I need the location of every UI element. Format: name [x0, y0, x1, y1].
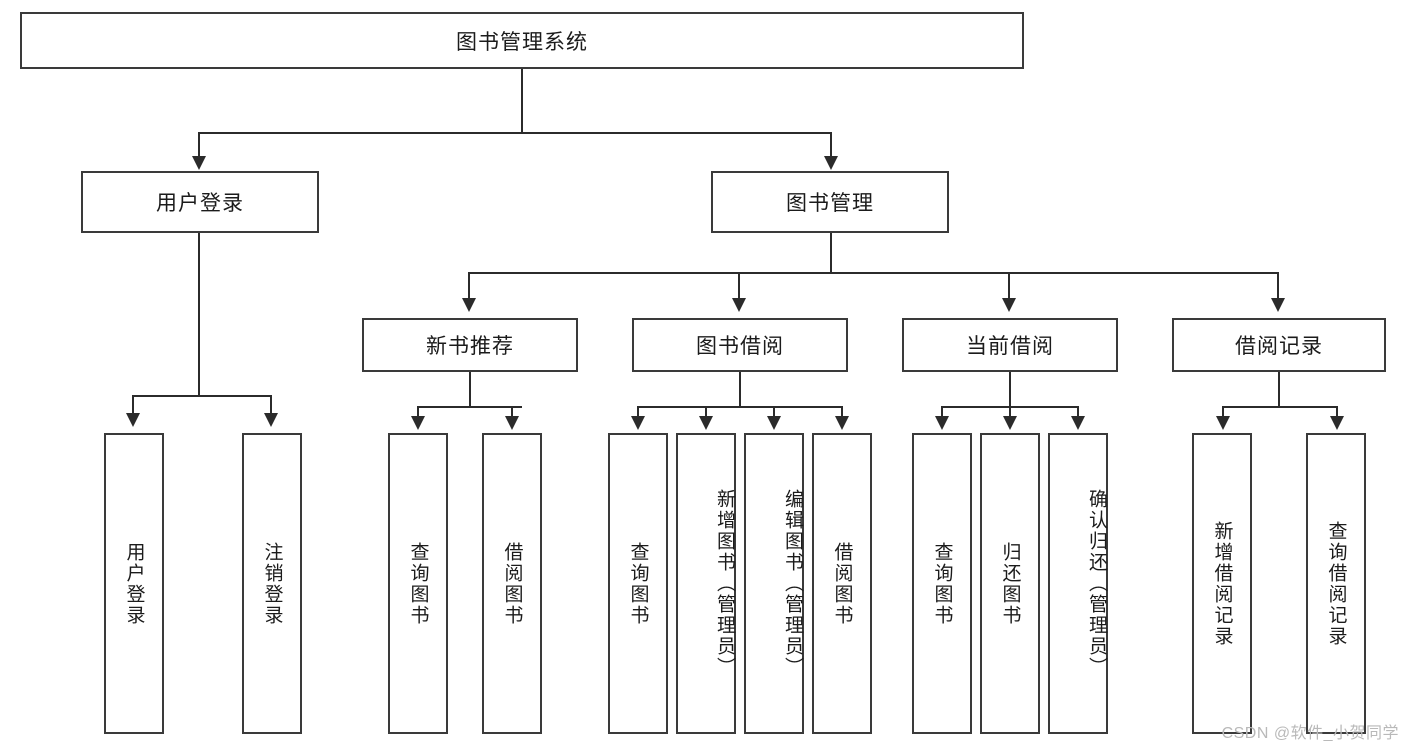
arrow-current-borrow-leaf-0	[935, 416, 949, 430]
leaf-add-borrow-record[interactable]: 新增借阅记录	[1192, 433, 1252, 734]
edge-to-borrow-record	[1277, 272, 1279, 300]
edge-to-user-login	[198, 132, 200, 158]
node-label: 新增借阅记录	[1211, 520, 1233, 647]
node-label: 当前借阅	[966, 335, 1054, 358]
arrow-book-borrow-leaf-2	[767, 416, 781, 430]
node-label: 确认归还（管理员）	[1086, 489, 1107, 678]
node-borrow-record[interactable]: 借阅记录	[1172, 318, 1386, 372]
edge-book-borrow-leaf-3	[841, 406, 843, 418]
edge-book-borrow-leaf-1	[705, 406, 707, 418]
arrow-borrow-record-leaf-1	[1330, 416, 1344, 430]
leaf-query-book-current[interactable]: 查询图书	[912, 433, 972, 734]
leaf-query-book-recommend[interactable]: 查询图书	[388, 433, 448, 734]
edge-new-book-leaf-1	[511, 406, 513, 418]
edge-current-borrow-leaf-0	[941, 406, 943, 418]
arrow-user-login-leaf-0	[126, 413, 140, 427]
edge-user-login-leaf-1	[270, 395, 272, 415]
arrow-to-borrow-record	[1271, 298, 1285, 312]
node-label: 编辑图书（管理员）	[782, 489, 803, 678]
node-label: 图书借阅	[696, 335, 784, 358]
node-label: 用户登录	[123, 541, 145, 626]
node-label: 查询借阅记录	[1325, 520, 1347, 647]
node-label: 用户登录	[156, 192, 244, 215]
edge-to-book-manage	[830, 132, 832, 158]
leaf-add-book-admin[interactable]: 新增图书（管理员）	[676, 433, 736, 734]
arrow-new-book-leaf-1	[505, 416, 519, 430]
arrow-current-borrow-leaf-2	[1071, 416, 1085, 430]
edge-borrow-record-leaf-0	[1222, 406, 1224, 418]
edge-root-down	[521, 69, 523, 133]
node-book-manage[interactable]: 图书管理	[711, 171, 949, 233]
node-book-borrow[interactable]: 图书借阅	[632, 318, 848, 372]
node-label: 新书推荐	[426, 335, 514, 358]
leaf-query-book-borrow[interactable]: 查询图书	[608, 433, 668, 734]
edge-book-borrow-leaf-2	[773, 406, 775, 418]
csdn-watermark: CSDN @软件_小贺同学	[1221, 725, 1399, 742]
edge-to-current-borrow	[1008, 272, 1010, 300]
node-label: 注销登录	[261, 541, 283, 626]
leaf-borrow-book-recommend[interactable]: 借阅图书	[482, 433, 542, 734]
node-label: 归还图书	[999, 541, 1021, 626]
edge-user-login-leaf-0	[132, 395, 134, 415]
edge-new-book-leaf-0	[417, 406, 419, 418]
edge-book-borrow-bus	[637, 406, 842, 408]
arrow-to-book-manage	[824, 156, 838, 170]
arrow-borrow-record-leaf-0	[1216, 416, 1230, 430]
node-user-login[interactable]: 用户登录	[81, 171, 319, 233]
node-label: 查询图书	[627, 541, 649, 626]
leaf-return-book[interactable]: 归还图书	[980, 433, 1040, 734]
node-label: 图书管理系统	[456, 30, 588, 54]
edge-user-login-bus	[132, 395, 272, 397]
arrow-book-borrow-leaf-1	[699, 416, 713, 430]
arrow-to-current-borrow	[1002, 298, 1016, 312]
node-label: 新增图书（管理员）	[714, 489, 735, 678]
node-current-borrow[interactable]: 当前借阅	[902, 318, 1118, 372]
edge-level2-bus	[468, 272, 1278, 274]
leaf-user-login[interactable]: 用户登录	[104, 433, 164, 734]
leaf-confirm-return-admin[interactable]: 确认归还（管理员）	[1048, 433, 1108, 734]
leaf-query-borrow-record[interactable]: 查询借阅记录	[1306, 433, 1366, 734]
edge-book-borrow-leaf-0	[637, 406, 639, 418]
node-new-book-recommend[interactable]: 新书推荐	[362, 318, 578, 372]
edge-book-manage-down	[830, 233, 832, 273]
node-label: 借阅图书	[501, 541, 523, 626]
arrow-to-new-book	[462, 298, 476, 312]
edge-borrow-record-down	[1278, 372, 1280, 407]
edge-current-borrow-leaf-2	[1077, 406, 1079, 418]
arrow-book-borrow-leaf-3	[835, 416, 849, 430]
leaf-borrow-book[interactable]: 借阅图书	[812, 433, 872, 734]
edge-new-book-bus	[417, 406, 522, 408]
node-label: 借阅图书	[831, 541, 853, 626]
leaf-edit-book-admin[interactable]: 编辑图书（管理员）	[744, 433, 804, 734]
edge-to-book-borrow	[738, 272, 740, 300]
leaf-logout[interactable]: 注销登录	[242, 433, 302, 734]
arrow-book-borrow-leaf-0	[631, 416, 645, 430]
edge-current-borrow-leaf-1	[1009, 406, 1011, 418]
edge-level1-bus	[198, 132, 832, 134]
arrow-new-book-leaf-0	[411, 416, 425, 430]
edge-to-new-book	[468, 272, 470, 300]
node-label: 图书管理	[786, 192, 874, 215]
node-label: 查询图书	[931, 541, 953, 626]
edge-current-borrow-down	[1009, 372, 1011, 407]
edge-user-login-down	[198, 233, 200, 396]
edge-borrow-record-leaf-1	[1336, 406, 1338, 418]
arrow-user-login-leaf-1	[264, 413, 278, 427]
arrow-to-user-login	[192, 156, 206, 170]
edge-book-borrow-down	[739, 372, 741, 407]
node-label: 借阅记录	[1235, 335, 1323, 358]
node-root-system[interactable]: 图书管理系统	[20, 12, 1024, 69]
node-label: 查询图书	[407, 541, 429, 626]
arrow-to-book-borrow	[732, 298, 746, 312]
edge-borrow-record-bus	[1222, 406, 1336, 408]
arrow-current-borrow-leaf-1	[1003, 416, 1017, 430]
edge-new-book-down	[469, 372, 471, 407]
